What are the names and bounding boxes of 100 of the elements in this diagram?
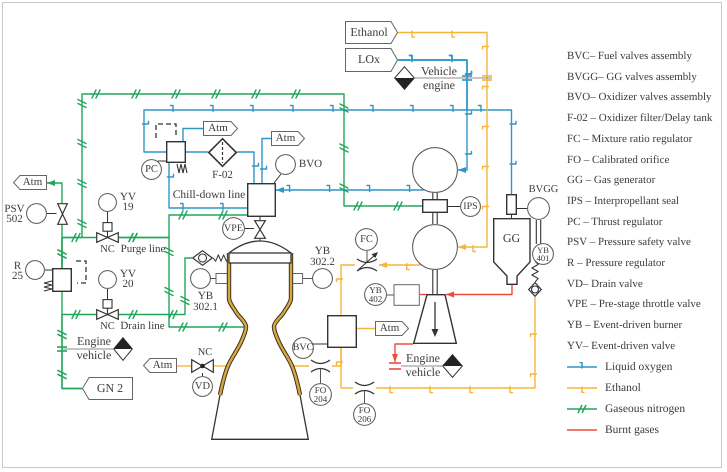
check-valve-symbol <box>192 250 213 266</box>
component-code: YB 302.1 <box>192 291 219 312</box>
valve-state-label: NC <box>99 244 116 255</box>
abbreviation-definition: VD– Drain valve <box>567 276 644 291</box>
vent-tag: Atm <box>143 358 177 373</box>
link-line <box>157 160 166 162</box>
pipe-line <box>336 264 355 315</box>
abbreviation-definition: IPS – Interpropellant seal <box>567 194 680 208</box>
abbreviation-definition: PC – Thrust regulator <box>567 214 664 229</box>
component-code: YV 19 <box>119 192 137 212</box>
shaft-line <box>432 192 438 200</box>
pipe-line <box>186 151 208 153</box>
spring-line <box>531 260 539 282</box>
instrument-circle: YB 401 <box>532 243 554 265</box>
instrument-circle: FC <box>355 228 378 251</box>
pipe-line <box>214 365 228 367</box>
pipe-line <box>376 297 538 394</box>
link-line <box>511 214 512 218</box>
interface-diamond-icon <box>442 354 463 378</box>
abbreviation-definition: GG – Gas generator <box>567 173 656 188</box>
fluid-tag: GN 2 <box>82 377 133 400</box>
link-line <box>274 174 282 184</box>
legend-label: Ethanol <box>605 381 642 395</box>
pipe-line <box>119 257 192 320</box>
regulator-valve-body <box>166 141 186 163</box>
pipe-line <box>336 348 353 389</box>
abbreviation-definition: PSV – Pressure safety valve <box>567 235 692 250</box>
vent-tag: Atm <box>203 121 238 136</box>
instrument-circle: FO 204 <box>309 383 332 406</box>
shaft-line <box>432 212 438 225</box>
line-label: Chill-down line <box>172 188 246 202</box>
fluid-tag: LOx <box>345 48 398 72</box>
pipe-line <box>260 138 271 183</box>
vent-tag: Atm <box>13 175 47 190</box>
abbreviation-definition: F-02 – Oxidizer filter/Delay tank <box>567 111 714 126</box>
valve-state-label: NC <box>197 347 213 358</box>
interface-caption: Engine vehicle <box>405 351 441 379</box>
valve-assembly-block <box>327 315 357 348</box>
component-code: BVO <box>298 158 323 170</box>
pipe-line <box>398 30 490 252</box>
component-code: YV 20 <box>119 269 137 289</box>
pipe-line <box>182 128 203 141</box>
pipe-line <box>177 365 191 367</box>
valve-assembly-block <box>247 183 276 217</box>
pipe-line <box>392 343 413 362</box>
component-code: R 25 <box>11 261 24 281</box>
component-code: F-02 <box>211 169 234 181</box>
interface-line <box>62 348 114 350</box>
seal-block <box>422 199 448 213</box>
pipe-line <box>446 285 513 298</box>
shaft-line <box>536 219 542 245</box>
valve-state-label: NC <box>99 321 116 332</box>
abbreviation-definition: YB – Event-driven burner <box>567 318 684 332</box>
vent-tag: Atm <box>375 321 409 336</box>
link-line <box>46 213 57 214</box>
abbreviation-definition: YV– Event-driven valve <box>567 338 676 353</box>
legend-label: Liquid oxygen <box>605 360 674 374</box>
pipe-line <box>292 365 309 367</box>
pipe-line <box>47 180 63 203</box>
abbreviation-definition: BVO– Oxidizer valves assembly <box>567 90 712 104</box>
instrument-circle: IPS <box>460 196 481 217</box>
line-label: Drain line <box>120 319 165 333</box>
abbreviation-definition: FO – Calibrated orifice <box>567 152 670 166</box>
instrument-circle: VPE <box>222 217 245 240</box>
pipe-line <box>57 89 422 268</box>
legend-label: Burnt gases <box>605 423 660 437</box>
pipe-line <box>357 328 375 330</box>
shaft-line <box>432 269 438 295</box>
link-line <box>107 212 108 222</box>
abbreviation-definition: VPE – Pre-stage throttle valve <box>567 297 702 312</box>
valve-symbol <box>254 220 266 239</box>
double-bar-icon <box>389 362 401 370</box>
component-code: YB 302.2 <box>309 246 336 267</box>
link-line <box>202 372 203 376</box>
abbreviation-definition: BVC– Fuel valves assembly <box>567 49 693 63</box>
legend-label: Gaseous nitrogen <box>605 402 686 416</box>
instrument-circle: FO 206 <box>353 403 376 426</box>
line-label: Purge line <box>120 242 166 256</box>
gas-generator-body: GG <box>493 218 531 285</box>
regulator-valve-body <box>52 268 72 292</box>
pipe-line <box>237 151 260 183</box>
pipe-line <box>166 163 247 210</box>
interface-caption: Vehicle engine <box>420 64 458 92</box>
turbine-symbol <box>413 294 457 344</box>
valve-assembly-block <box>506 194 517 215</box>
interface-diamond-icon <box>113 337 133 361</box>
component-code: BVGG <box>528 184 560 196</box>
instrument-circle: VD <box>192 376 213 397</box>
instrument-circle: PC <box>141 159 162 180</box>
pipe-line <box>379 262 421 270</box>
link-line <box>448 206 460 207</box>
pump-circle <box>412 224 458 270</box>
instrument-circle: BVC <box>292 337 314 359</box>
abbreviation-definition: FC – Mixture ratio regulator <box>567 132 694 146</box>
link-line <box>107 288 108 300</box>
pump-circle <box>412 147 458 193</box>
pipe-line <box>398 54 517 194</box>
check-valve-symbol <box>528 282 542 297</box>
link-line <box>244 228 254 229</box>
pipe-line <box>57 310 96 390</box>
